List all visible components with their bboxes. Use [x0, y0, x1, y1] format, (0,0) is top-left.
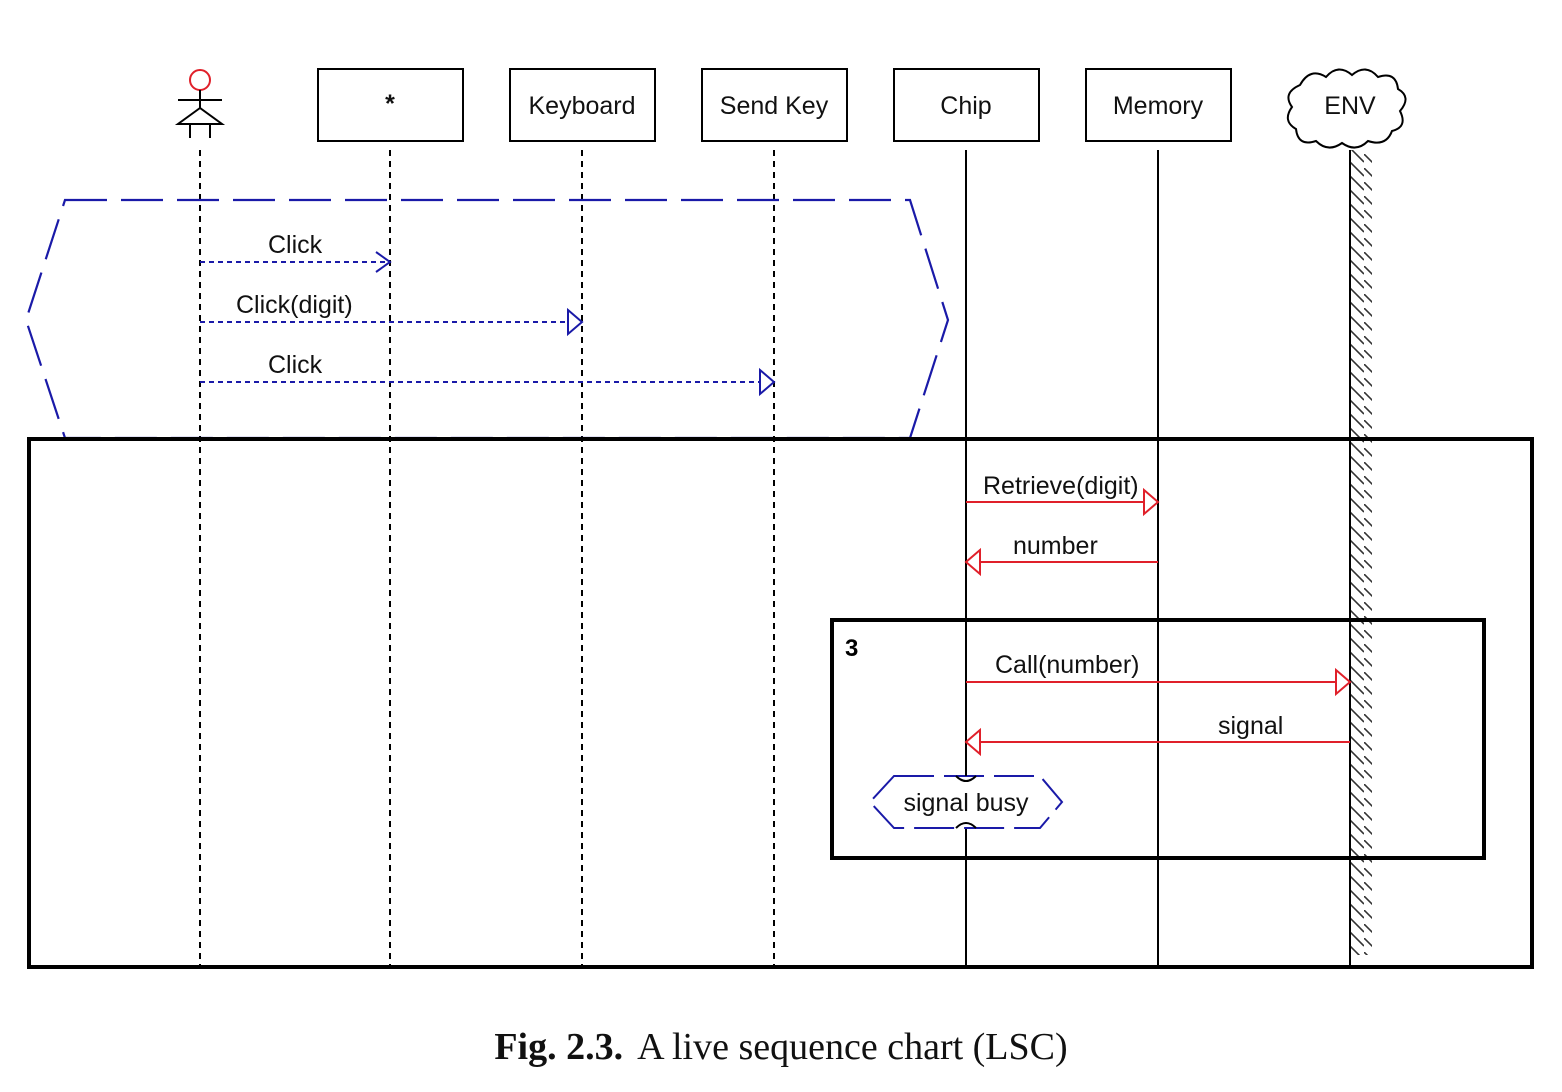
object-env-label: ENV — [1324, 92, 1376, 120]
prechart-message-label-3: Click — [268, 351, 323, 379]
loop-message-call[interactable]: Call(number) — [966, 651, 1352, 697]
object-star-box[interactable]: * — [317, 68, 464, 142]
condition-label: signal busy — [903, 789, 1029, 817]
figure-caption-text: A live sequence chart (LSC) — [637, 1026, 1068, 1068]
prechart-message-click-sendkey[interactable]: Click — [200, 351, 776, 397]
figure-caption: Fig. 2.3. A live sequence chart (LSC) — [0, 1025, 1562, 1069]
main-message-number[interactable]: number — [964, 532, 1158, 577]
prechart-message-click-star[interactable]: Click — [200, 231, 392, 273]
object-star-label: * — [385, 90, 395, 118]
main-message-label-2: number — [1013, 532, 1098, 560]
prechart-message-label-2: Click(digit) — [236, 291, 353, 319]
lsc-diagram: * Keyboard Send Key Chip Memory ENV Clic… — [24, 68, 1534, 969]
object-chip-box[interactable]: Chip — [893, 68, 1040, 142]
object-keyboard-box[interactable]: Keyboard — [509, 68, 656, 142]
prechart-message-label-1: Click — [268, 231, 323, 259]
loop-message-signal[interactable]: signal — [964, 712, 1350, 757]
prechart-message-click-keyboard[interactable]: Click(digit) — [200, 291, 584, 337]
object-chip-label: Chip — [940, 92, 991, 120]
actor-user-body — [174, 90, 226, 138]
main-message-label-1: Retrieve(digit) — [983, 472, 1139, 500]
actor-user — [189, 69, 211, 91]
object-env-cloud[interactable]: ENV — [1286, 68, 1407, 149]
prechart-frame — [24, 198, 950, 440]
loop-message-label-1: Call(number) — [995, 651, 1139, 679]
object-memory-box[interactable]: Memory — [1085, 68, 1232, 142]
object-memory-label: Memory — [1113, 92, 1204, 120]
figure-number: Fig. 2.3. — [494, 1026, 624, 1068]
object-sendkey-label: Send Key — [720, 92, 829, 120]
env-hatching — [1350, 150, 1372, 955]
main-chart-frame — [27, 437, 1534, 969]
condition-signal-busy[interactable]: signal busy — [868, 760, 1064, 829]
object-sendkey-box[interactable]: Send Key — [701, 68, 848, 142]
lifelines — [199, 150, 1351, 965]
loop-frame — [830, 618, 1486, 860]
main-message-retrieve[interactable]: Retrieve(digit) — [966, 472, 1160, 517]
object-keyboard-label: Keyboard — [528, 92, 635, 120]
loop-message-label-2: signal — [1218, 712, 1283, 740]
loop-count: 3 — [845, 635, 858, 662]
